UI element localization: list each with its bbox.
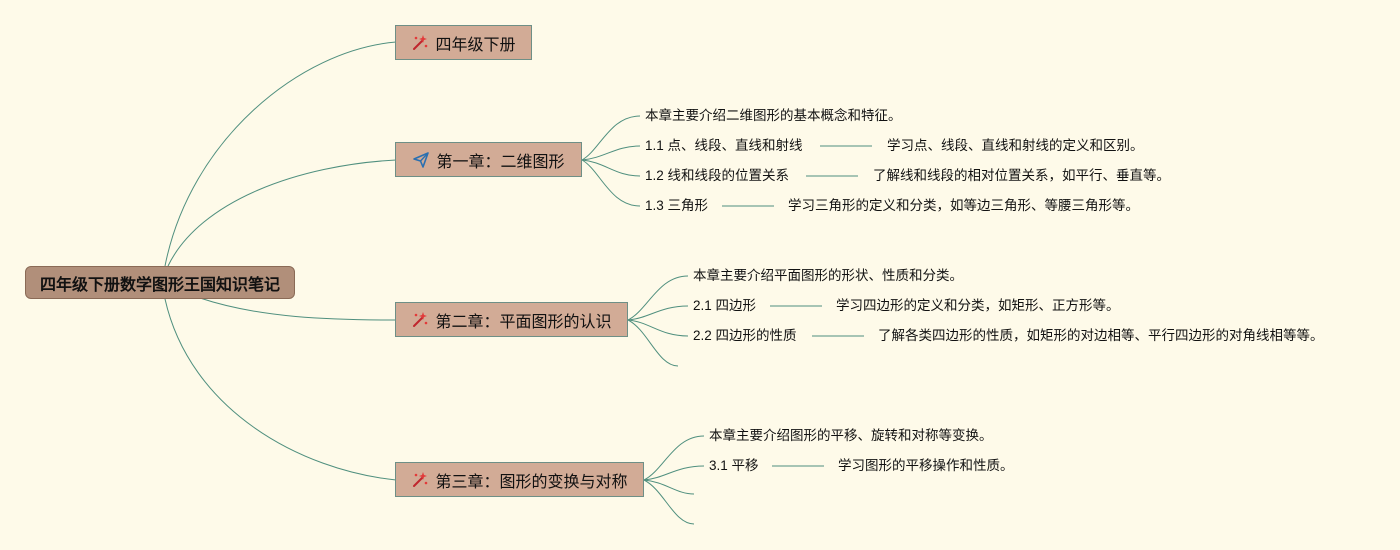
chapter-1-item-desc[interactable]: 学习三角形的定义和分类，如等边三角形、等腰三角形等。 — [788, 198, 1139, 213]
chapter-1-item-label[interactable]: 1.3 三角形 — [645, 198, 709, 213]
paper-plane-icon — [412, 151, 430, 169]
topic-label: 四年级下册 — [435, 36, 516, 54]
topic-chapter-3[interactable]: 第三章：图形的变换与对称 — [395, 462, 644, 497]
topic-grade-four[interactable]: 四年级下册 — [395, 25, 532, 60]
chapter-2-summary[interactable]: 本章主要介绍平面图形的形状、性质和分类。 — [693, 268, 963, 283]
chapter-3-summary[interactable]: 本章主要介绍图形的平移、旋转和对称等变换。 — [709, 428, 993, 443]
topic-label: 第二章：平面图形的认识 — [435, 313, 612, 331]
chapter-2-item-desc[interactable]: 学习四边形的定义和分类，如矩形、正方形等。 — [836, 298, 1120, 313]
topic-chapter-2[interactable]: 第二章：平面图形的认识 — [395, 302, 628, 337]
connector-root-t0 — [164, 41, 397, 267]
chapter-1-item-desc[interactable]: 了解线和线段的相对位置关系，如平行、垂直等。 — [873, 168, 1170, 183]
magic-wand-icon — [411, 471, 429, 489]
chapter-3-item-label[interactable]: 3.1 平移 — [709, 458, 759, 473]
chapter-2-item-label[interactable]: 2.2 四边形的性质 — [693, 328, 797, 343]
chapter-2-item-desc[interactable]: 了解各类四边形的性质，如矩形的对边相等、平行四边形的对角线相等等。 — [878, 328, 1324, 343]
connector-root-t2 — [199, 297, 397, 321]
chapter-2-item-label[interactable]: 2.1 四边形 — [693, 298, 757, 313]
chapter-1-item-label[interactable]: 1.1 点、线段、直线和射线 — [645, 138, 803, 153]
chapter-3-item-desc[interactable]: 学习图形的平移操作和性质。 — [838, 458, 1014, 473]
chapter-1-item-label[interactable]: 1.2 线和线段的位置关系 — [645, 168, 790, 183]
connector-root-t1 — [167, 159, 397, 267]
central-topic-label: 四年级下册数学图形王国知识笔记 — [39, 276, 280, 294]
topic-chapter-1[interactable]: 第一章：二维图形 — [395, 142, 582, 177]
magic-wand-icon — [411, 34, 429, 52]
chapter-1-item-desc[interactable]: 学习点、线段、直线和射线的定义和区别。 — [887, 138, 1144, 153]
central-topic[interactable]: 四年级下册数学图形王国知识笔记 — [25, 266, 295, 299]
magic-wand-icon — [411, 311, 429, 329]
chapter-1-summary[interactable]: 本章主要介绍二维图形的基本概念和特征。 — [645, 108, 902, 123]
topic-label: 第三章：图形的变换与对称 — [435, 473, 628, 491]
connector-root-t3 — [164, 298, 397, 481]
topic-label: 第一章：二维图形 — [436, 153, 565, 171]
